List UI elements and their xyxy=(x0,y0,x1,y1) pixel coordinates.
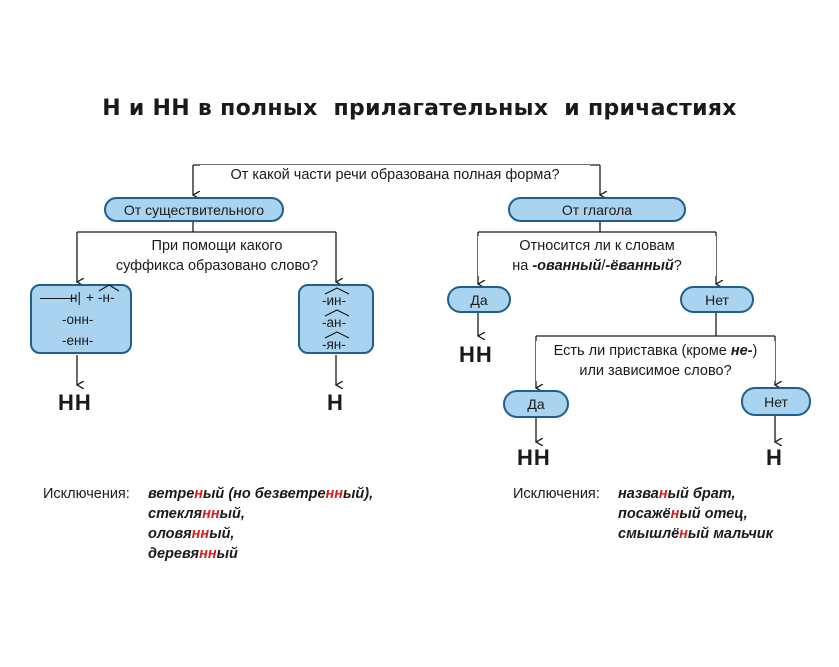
suffix-enn-label: -енн- xyxy=(62,333,94,348)
q2-slash: / xyxy=(601,258,606,274)
exception-line: ветреный (но безветренный), xyxy=(148,484,373,504)
exception-text: ый (но безветре xyxy=(203,486,326,502)
suffix-arcs-icon xyxy=(324,287,350,339)
exception-highlight: нн xyxy=(191,526,210,542)
exception-text: ветре xyxy=(148,486,195,502)
suffix-in-label: -ин- xyxy=(322,293,346,308)
result-n-left: Н xyxy=(327,390,344,415)
ovanny-question-line2: на -ованный/-ёванный? xyxy=(478,256,716,276)
exception-highlight: нн xyxy=(199,546,217,562)
pill-yes-2: Да xyxy=(503,390,569,418)
suffix-yan-label: -ян- xyxy=(322,337,346,352)
exception-line: оловянный, xyxy=(148,524,373,544)
exception-highlight: н xyxy=(658,486,668,502)
root-n-label: н| xyxy=(70,290,81,305)
ovanny-question: Относится ли к словам на -ованный/-ёванн… xyxy=(478,236,716,276)
exception-text: назва xyxy=(618,486,659,502)
suffix-question-line1: При помощи какого xyxy=(151,238,283,254)
plus-sign: + xyxy=(86,290,94,305)
result-nn-yes2: НН xyxy=(517,445,551,470)
main-question: От какой части речи образована полная фо… xyxy=(200,165,590,185)
q2-qmark: ? xyxy=(673,258,682,274)
exception-line: посажёный отец, xyxy=(618,504,773,524)
exception-highlight: н xyxy=(670,506,680,522)
ovanny-question-line1: Относится ли к словам xyxy=(519,238,675,254)
exception-text: ый мальчик xyxy=(687,526,773,542)
suffix-arc-icon xyxy=(98,284,120,292)
exception-line: названый брат, xyxy=(618,484,773,504)
suffix-an-label: -ан- xyxy=(322,315,346,330)
exception-text: смышлё xyxy=(618,526,680,542)
suffix-box-nn: н| + -н- -онн- -енн- xyxy=(30,284,132,354)
q3-ne: не- xyxy=(730,343,753,359)
prefix-question-line1: Есть ли приставка (кроме не-) xyxy=(536,341,775,361)
exception-text: стекля xyxy=(148,506,203,522)
exception-text: ый брат, xyxy=(667,486,736,502)
pill-yes-1: Да xyxy=(447,286,511,313)
prefix-question-line2: или зависимое слово? xyxy=(579,363,732,379)
exception-highlight: н xyxy=(679,526,688,542)
result-nn-left: НН xyxy=(58,390,92,415)
root-underline xyxy=(40,298,76,299)
q2-ovanny: -ованный xyxy=(532,258,602,274)
exception-line: стеклянный, xyxy=(148,504,373,524)
exception-line: деревянный xyxy=(148,544,373,564)
q2-prefix: на xyxy=(512,258,533,274)
exceptions-list-right: названый брат,посажёный отец,смышлёный м… xyxy=(618,484,773,544)
suffix-question-line2: суффикса образовано слово? xyxy=(115,258,319,274)
exception-text: оловя xyxy=(148,526,192,542)
exceptions-label-left: Исключения: xyxy=(43,486,130,502)
suffix-n-label: -н- xyxy=(98,290,115,305)
pill-from-noun: От существительного xyxy=(104,197,284,222)
exception-text: ый), xyxy=(343,486,374,502)
exception-highlight: н xyxy=(194,486,204,502)
suffix-box-n: -ин- -ан- -ян- xyxy=(298,284,374,354)
pill-no-1: Нет xyxy=(680,286,754,313)
exception-text: ый xyxy=(216,546,238,562)
result-n-no2: Н xyxy=(766,445,783,470)
exception-line: смышлёный мальчик xyxy=(618,524,773,544)
exceptions-label-right: Исключения: xyxy=(513,486,600,502)
exception-text: ый отец, xyxy=(679,506,748,522)
exception-text: ый, xyxy=(219,506,245,522)
result-nn-yes1: НН xyxy=(459,342,493,367)
prefix-question: Есть ли приставка (кроме не-) или зависи… xyxy=(536,341,775,381)
exceptions-list-left: ветреный (но безветренный),стеклянный,ол… xyxy=(148,484,373,564)
pill-from-verb: От глагола xyxy=(508,197,686,222)
q3-paren: ) xyxy=(752,343,758,359)
exception-text: деревя xyxy=(148,546,200,562)
pill-no-2: Нет xyxy=(741,387,811,416)
suffix-onn-label: -онн- xyxy=(62,312,94,327)
exception-highlight: нн xyxy=(202,506,220,522)
q3-prefix: Есть ли приставка (кроме xyxy=(553,343,731,359)
suffix-question: При помощи какого суффикса образовано сл… xyxy=(102,236,332,276)
exception-highlight: нн xyxy=(325,486,344,502)
exception-text: ый, xyxy=(209,526,235,542)
q2-evanny: -ёванный xyxy=(605,258,674,274)
page-title: Н и НН в полных прилагательных и причаст… xyxy=(102,96,737,121)
exception-text: посажё xyxy=(618,506,671,522)
